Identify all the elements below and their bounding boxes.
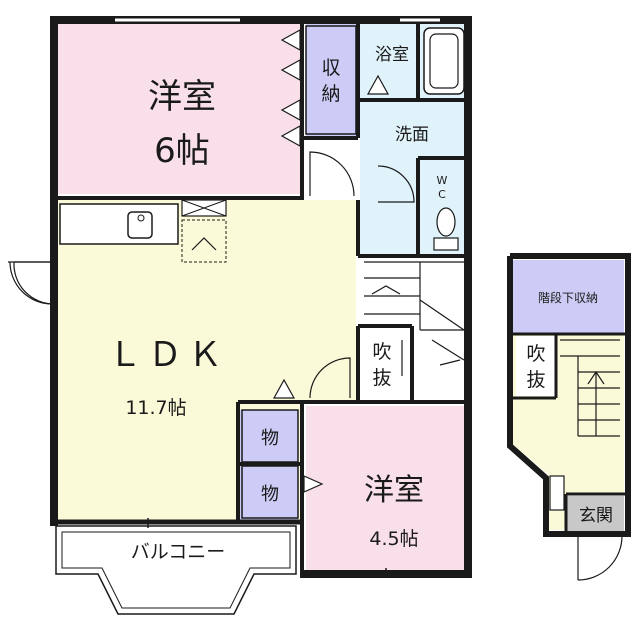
window-lines-top <box>115 16 240 24</box>
ground-stairs <box>560 339 620 437</box>
mono-2-label: 物 <box>261 484 279 505</box>
ldk-label: ＬＤＫ <box>108 335 228 375</box>
western-room-45-label: 洋室 <box>364 473 424 508</box>
sink-drain <box>137 214 145 222</box>
storage-1-vertical-char: 納 <box>321 83 340 105</box>
bath-label: 浴室 <box>375 45 409 65</box>
main-stairs <box>364 261 465 376</box>
washroom-label: 洗面 <box>395 125 429 145</box>
kitchen-sink <box>127 211 153 239</box>
mono-1-fill <box>240 410 298 464</box>
fukinuke-2-vertical-char: 抜 <box>526 369 545 391</box>
left-exterior-door <box>8 261 53 305</box>
under-stair-storage-label: 階段下収納 <box>538 290 598 305</box>
ground-stair-arrow <box>587 370 605 385</box>
entrance-label: 玄関 <box>579 506 613 526</box>
toilet-tank <box>433 237 459 251</box>
door-swings <box>13 151 415 399</box>
range-hood <box>181 219 227 263</box>
closet-door-triangles <box>280 28 301 148</box>
western-room-6-label: 洋室 <box>148 77 216 117</box>
ground-floor-walls <box>507 253 631 537</box>
stair-arrow <box>371 285 401 295</box>
mono-2-frame <box>241 465 299 519</box>
mono-2-fill <box>240 466 298 520</box>
entrance-door <box>577 535 623 581</box>
balcony-outline <box>55 525 297 615</box>
hallway-fill <box>304 136 360 200</box>
bathtub <box>423 27 465 95</box>
wc-label-char: W <box>437 174 448 187</box>
storage-1-vertical: 収納 <box>321 57 340 105</box>
shoe-box <box>549 475 565 511</box>
interior-walls <box>58 24 468 574</box>
fukinuke-2-vertical: 吹抜 <box>526 343 545 391</box>
fukinuke-1-vertical-char: 吹 <box>372 341 391 363</box>
under-stair-storage-fill <box>512 260 624 334</box>
western-room-45-fill <box>306 406 468 572</box>
western-room-6-fill <box>58 24 300 194</box>
balcony-label: バルコニー <box>131 541 226 563</box>
ldk-door-triangle <box>272 378 296 399</box>
toilet-bowl <box>436 207 456 237</box>
tick-marks <box>143 518 391 578</box>
storage-1-vertical-char: 収 <box>321 57 340 79</box>
western-room-45-size: 4.5帖 <box>369 528 418 550</box>
wc-label-char: C <box>438 188 446 201</box>
fukinuke-1-vertical-char: 抜 <box>372 367 391 389</box>
kitchen-counter <box>59 203 179 245</box>
fukinuke-2-vertical-char: 吹 <box>526 343 545 365</box>
mono-1-frame <box>241 409 299 463</box>
storage-1-fill <box>306 24 356 136</box>
fukinuke-1-vertical: 吹抜 <box>372 341 391 389</box>
mono-1-label: 物 <box>261 428 279 449</box>
ldk-size: 11.7帖 <box>125 397 186 419</box>
room45-door-triangle <box>303 475 324 493</box>
entrance-fill <box>566 496 624 532</box>
bath-door-triangle <box>366 74 390 95</box>
fukinuke-2-fill <box>516 336 556 396</box>
western-room-6-size: 6帖 <box>154 131 210 171</box>
storage-1-frame <box>305 25 357 135</box>
